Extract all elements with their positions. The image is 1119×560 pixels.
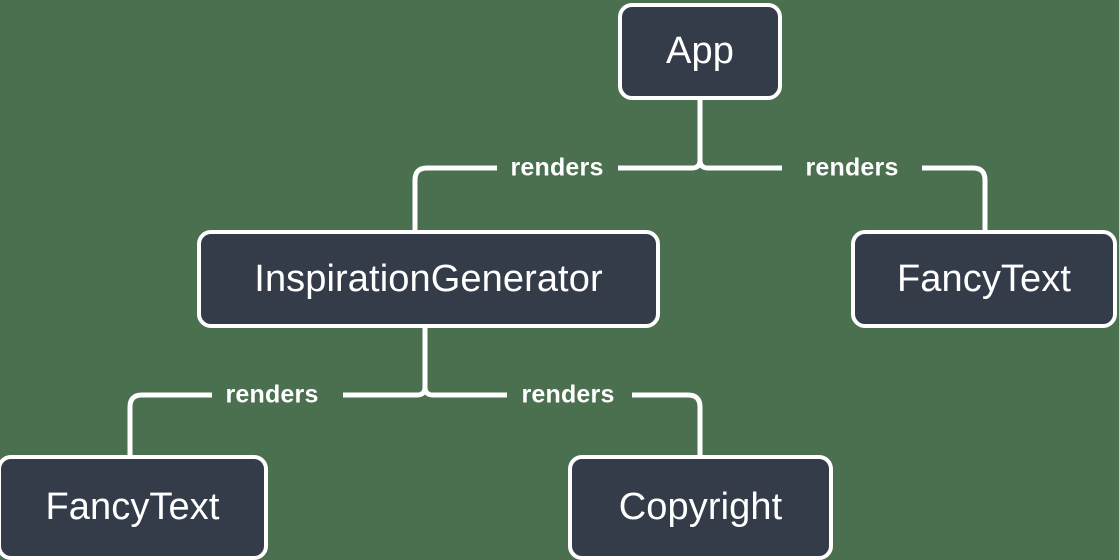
node-inspiration-generator-label: InspirationGenerator bbox=[254, 257, 603, 300]
node-fancytext-right[interactable]: FancyText bbox=[851, 230, 1117, 328]
edge-label-inspiration-to-copyright: renders bbox=[521, 380, 615, 409]
connector-app-to-fancytext-left-seg bbox=[922, 165, 988, 230]
connector-app-to-fancytext-right-seg bbox=[697, 159, 782, 171]
node-copyright-label: Copyright bbox=[618, 486, 783, 528]
edge-label-inspiration-to-fancytext-bottom: renders bbox=[225, 380, 319, 409]
node-app-label: App bbox=[666, 30, 734, 72]
connector-inspiration-to-copyright-left-seg bbox=[632, 392, 703, 455]
node-fancytext-right-label: FancyText bbox=[896, 257, 1072, 300]
edge-label-app-to-fancytext-right: renders bbox=[805, 153, 899, 182]
node-inspiration-generator[interactable]: InspirationGenerator bbox=[197, 230, 660, 328]
node-app[interactable]: App bbox=[618, 3, 782, 100]
node-copyright[interactable]: Copyright bbox=[568, 455, 833, 560]
connector-inspiration-to-copyright-right-seg bbox=[422, 386, 507, 398]
node-fancytext-bottom[interactable]: FancyText bbox=[0, 455, 268, 560]
edge-label-app-to-inspiration: renders bbox=[510, 153, 604, 182]
connector-app-to-inspiration-right-seg bbox=[618, 159, 703, 171]
connector-inspiration-to-fancytext-left-seg bbox=[127, 392, 212, 455]
connector-app-to-inspiration-left-seg bbox=[412, 165, 497, 230]
node-fancytext-bottom-label: FancyText bbox=[45, 486, 220, 528]
connector-inspiration-to-fancytext-right-seg bbox=[343, 386, 428, 398]
